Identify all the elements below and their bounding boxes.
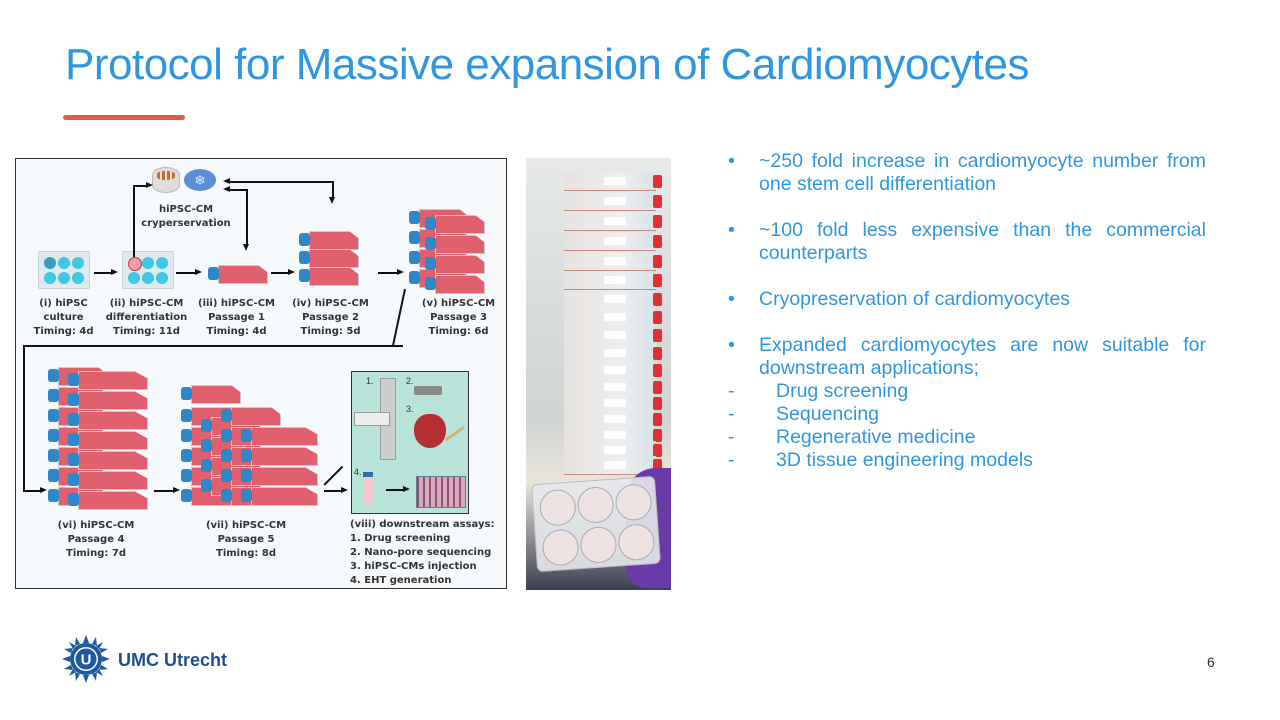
microscope-arm-icon (354, 412, 390, 426)
cryo-label: hiPSC-CM cryperservation (141, 204, 231, 229)
six-well-plate (531, 475, 661, 573)
downstream-assays-list: (viii) downstream assays: 1. Drug screen… (350, 519, 495, 586)
bullet-item: •Cryopreservation of cardiomyocytes (728, 288, 1071, 310)
sequencer-icon (414, 386, 442, 395)
bullet-item: •~250 fold increase in cardiomyocyte num… (728, 150, 1206, 195)
falcon-tube-icon (363, 472, 373, 506)
dash-icon: - (728, 403, 735, 425)
sub-item: -Sequencing (728, 403, 880, 425)
sub-item: -Regenerative medicine (728, 426, 976, 448)
sub-item: -Drug screening (728, 380, 909, 402)
bullet-icon: • (728, 219, 735, 241)
differentiation-plate-icon (122, 251, 174, 289)
snowflake-freezer-icon: ❄ (184, 169, 216, 191)
svg-text:U: U (81, 652, 92, 669)
sub-item: -3D tissue engineering models (728, 449, 1033, 471)
bullet-icon: • (728, 334, 735, 356)
bullet-item: •~100 fold less expensive than the comme… (728, 219, 1206, 264)
dash-icon: - (728, 380, 735, 402)
eht-plate-icon (416, 476, 466, 508)
dash-icon: - (728, 426, 735, 448)
hipsc-culture-plate-icon (38, 251, 90, 289)
passage1-flask-icon (208, 265, 268, 284)
bullet-item: •Expanded cardiomyocytes are now suitabl… (728, 334, 1206, 379)
downstream-assays-illustration: 1. 2. 3. 4. (351, 371, 469, 514)
flask-stack-photo (526, 158, 671, 590)
bullet-icon: • (728, 150, 735, 172)
heart-icon (414, 414, 446, 448)
logo-text: UMC Utrecht (118, 650, 228, 670)
slide-title: Protocol for Massive expansion of Cardio… (65, 40, 1029, 89)
syringe-icon (445, 425, 465, 442)
page-number: 6 (1207, 654, 1215, 670)
title-accent-bar (63, 115, 185, 120)
key-points-list: •~250 fold increase in cardiomyocyte num… (728, 150, 1206, 472)
bullet-icon: • (728, 288, 735, 310)
cryo-vial-rack-icon (152, 167, 180, 193)
umc-utrecht-logo-icon: U (62, 635, 110, 683)
dash-icon: - (728, 449, 735, 471)
